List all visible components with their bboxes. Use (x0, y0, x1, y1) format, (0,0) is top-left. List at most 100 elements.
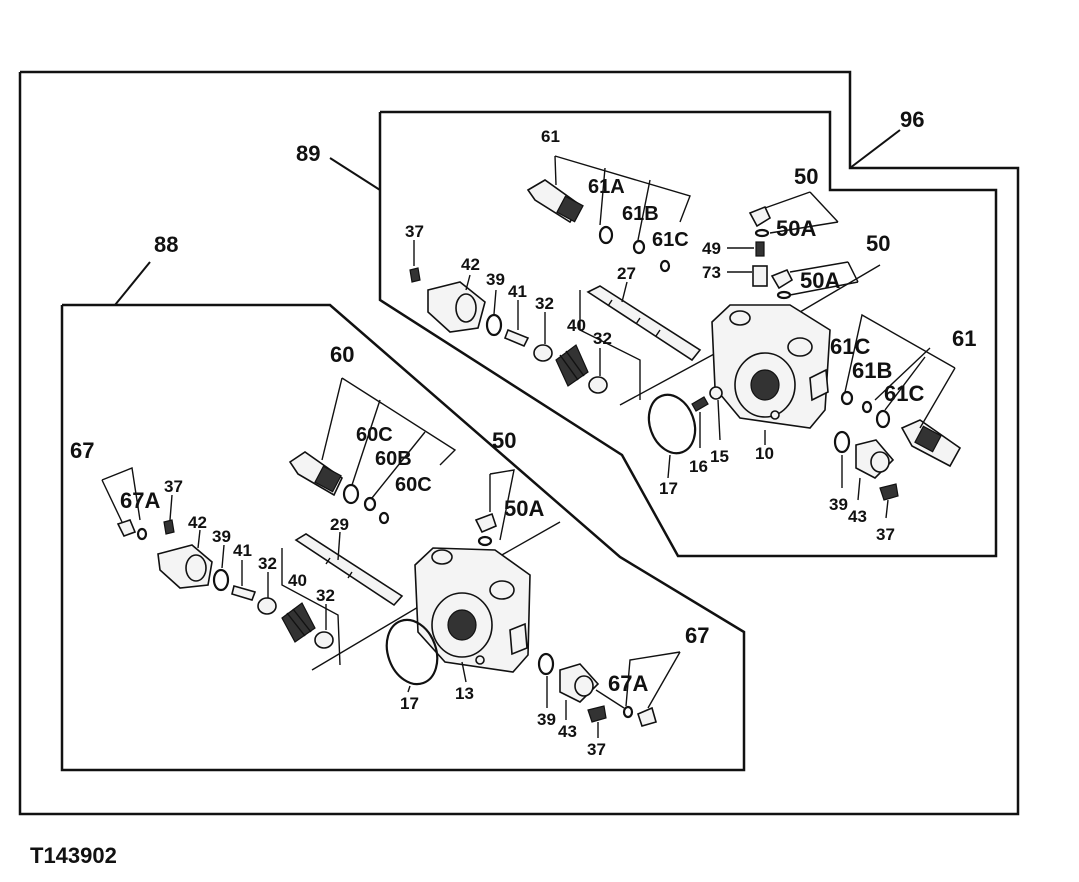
relief-valve-61-right (900, 419, 962, 468)
callout-41-lower: 41 (233, 541, 252, 560)
callout-73: 73 (702, 263, 721, 282)
relief-valve-61-upper (526, 179, 584, 224)
bolt-37-upper (409, 267, 421, 283)
callout-16: 16 (689, 457, 708, 476)
callout-42-upper: 42 (461, 255, 480, 274)
callout-61C-right: 61C (830, 334, 870, 359)
relief-valve-60 (288, 451, 344, 497)
callout-39-lower-right: 39 (537, 710, 556, 729)
section-frame-88 (60, 303, 746, 772)
valve-body-10 (711, 304, 831, 429)
o-ring-60C (342, 483, 360, 505)
callout-43-lower: 43 (558, 722, 577, 741)
callout-61-upper: 61 (541, 127, 560, 146)
valve-body-13 (414, 547, 531, 673)
callout-50-upper: 50 (794, 164, 818, 189)
callout-88: 88 (154, 232, 178, 257)
callout-61-right: 61 (952, 326, 976, 351)
plug-67-left (116, 519, 137, 537)
callout-32-upper-b: 32 (593, 329, 612, 348)
spring-40-upper (555, 344, 589, 387)
plug-50-upper-b (770, 268, 794, 290)
callout-61A: 61A (588, 176, 625, 198)
seal-15 (709, 386, 723, 400)
callout-60B: 60B (375, 448, 412, 470)
callout-37-lower-right: 37 (587, 740, 606, 759)
plug-67-right (637, 706, 657, 727)
o-ring-17-lower (385, 618, 439, 686)
callout-29: 29 (330, 515, 349, 534)
callout-67A-right: 67A (608, 671, 648, 696)
o-ring-61C (659, 259, 671, 273)
callout-60: 60 (330, 342, 354, 367)
callout-32-lower-b: 32 (316, 586, 335, 605)
callout-37-upper: 37 (405, 222, 424, 241)
spring-seat-41-upper (503, 328, 530, 348)
plug-50-lower (474, 512, 497, 534)
callout-40-upper: 40 (567, 316, 586, 335)
callout-37-upper-right: 37 (876, 525, 895, 544)
spool-29 (294, 533, 404, 607)
callout-39-lower: 39 (212, 527, 231, 546)
callout-10: 10 (755, 444, 774, 463)
o-ring-60B (363, 496, 377, 512)
callout-27: 27 (617, 264, 636, 283)
callout-41-upper: 41 (508, 282, 527, 301)
callout-39-upper: 39 (486, 270, 505, 289)
spring-49 (755, 241, 765, 257)
o-ring-61C-right (840, 390, 854, 406)
callout-50A-upper: 50A (776, 216, 816, 241)
seat-32-lower (257, 597, 277, 615)
callout-49: 49 (702, 239, 721, 258)
bolt-37-lower-right (587, 705, 607, 723)
spool-27 (586, 285, 702, 362)
o-ring-61B-right (861, 400, 873, 414)
callout-32-lower: 32 (258, 554, 277, 573)
callout-37-lower: 37 (164, 477, 183, 496)
o-ring-39-lower-right (537, 652, 555, 676)
callout-60C-b: 60C (395, 474, 432, 496)
callout-50A-lower: 50A (504, 496, 544, 521)
callout-67-left: 67 (70, 438, 94, 463)
callout-60C: 60C (356, 424, 393, 446)
spring-seat-41-lower (231, 585, 257, 601)
callout-96: 96 (900, 107, 924, 132)
callout-15: 15 (710, 447, 729, 466)
spring-16 (691, 396, 709, 412)
o-ring-61B (632, 239, 646, 255)
callout-39-upper-right: 39 (829, 495, 848, 514)
section-frame-89 (378, 110, 998, 558)
callout-67A-left: 67A (120, 488, 160, 513)
o-ring-39-lower (212, 568, 230, 592)
callout-50-lower: 50 (492, 428, 516, 453)
o-ring-17-upper (647, 393, 697, 455)
o-ring-39-upper-right (833, 430, 851, 454)
callout-40-lower: 40 (288, 571, 307, 590)
o-ring-67A-left (136, 527, 148, 541)
callout-67-right: 67 (685, 623, 709, 648)
spring-40-lower (281, 602, 316, 643)
callout-32-upper: 32 (535, 294, 554, 313)
cover-43-upper (855, 439, 895, 479)
seat-32-upper-b (588, 376, 608, 394)
callout-42-lower: 42 (188, 513, 207, 532)
cover-43-lower (559, 663, 600, 703)
callout-17-lower: 17 (400, 694, 419, 713)
callout-61C: 61C (652, 229, 689, 251)
o-ring-67A-right (622, 705, 634, 719)
callout-50A-upper-b: 50A (800, 268, 840, 293)
callout-89: 89 (296, 141, 320, 166)
callout-17-upper: 17 (659, 479, 678, 498)
callout-61B-right: 61B (852, 358, 892, 383)
figure-id: T143902 (30, 843, 117, 868)
bolt-37-lower (163, 519, 175, 535)
callout-61C-right-b: 61C (884, 381, 924, 406)
callout-50-upper-b: 50 (866, 231, 890, 256)
plunger-73 (752, 265, 768, 287)
o-ring-61C-right-b (875, 409, 891, 429)
plug-50-upper (748, 205, 772, 228)
bolt-37-upper-right (879, 483, 899, 501)
seat-32-upper (533, 344, 553, 362)
o-ring-39-upper (485, 313, 503, 337)
